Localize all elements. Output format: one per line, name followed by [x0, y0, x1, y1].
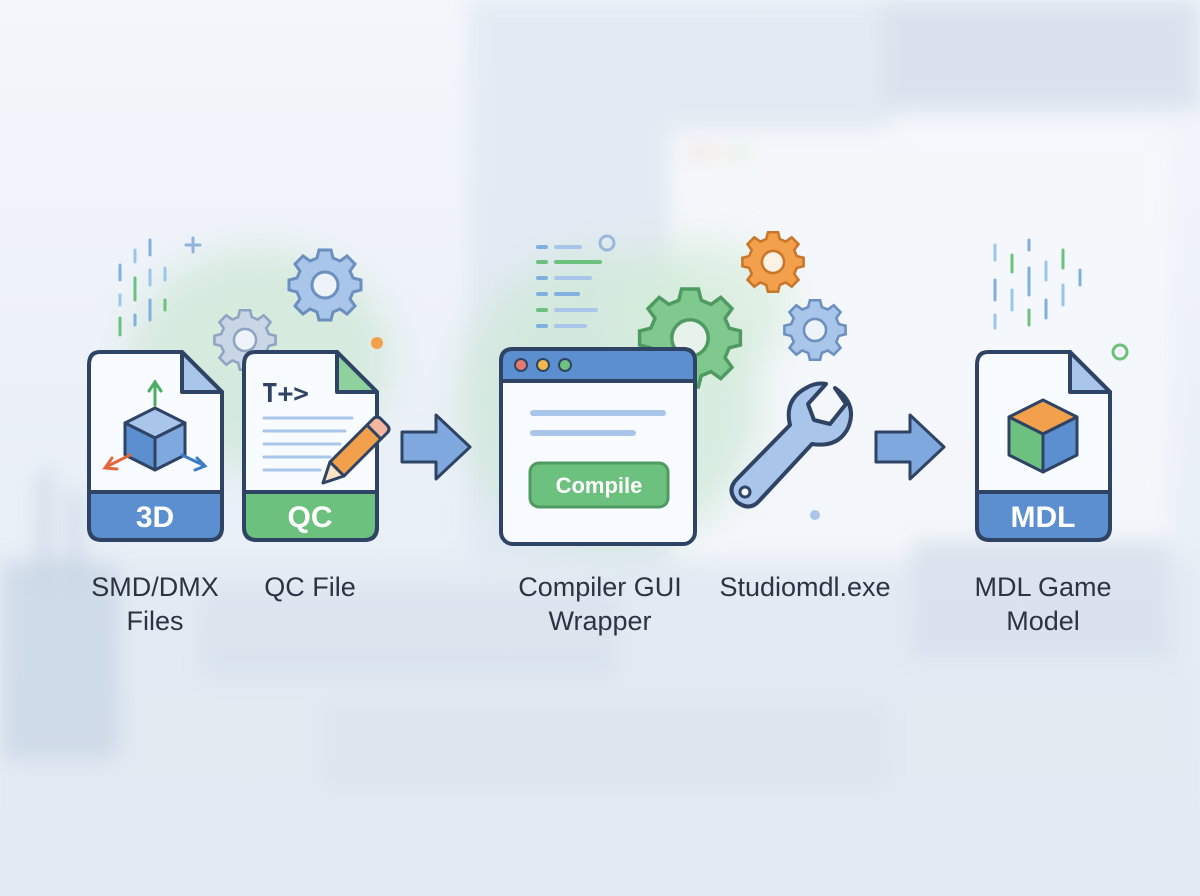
smd-label: SMD/DMX Files	[65, 570, 245, 638]
dot-decor-small	[810, 510, 820, 520]
smd-file-icon: 3D	[87, 350, 224, 542]
gear-icon	[783, 298, 847, 362]
compile-button	[528, 461, 670, 509]
qc-glyph: T+>	[262, 379, 309, 409]
studiomdl-label: Studiomdl.exe	[700, 570, 910, 604]
smd-label-line1: SMD/DMX	[91, 572, 219, 602]
gear-icon	[287, 248, 363, 322]
cube-icon	[123, 406, 187, 472]
pencil-icon	[321, 415, 391, 485]
gui-label-line2: Wrapper	[548, 606, 652, 636]
mdl-label-line2: Model	[1006, 606, 1080, 636]
data-stream-decor-right	[993, 238, 1082, 330]
mdl-label-line1: MDL Game	[974, 572, 1112, 602]
code-lines-decor	[536, 245, 602, 328]
dot-decor	[371, 337, 383, 349]
window-dot-yellow	[536, 358, 550, 372]
mdl-label: MDL Game Model	[948, 570, 1138, 638]
qc-file-icon: T+> QC	[242, 350, 391, 542]
data-stream-decor-left	[118, 238, 167, 337]
studiomdl-label-line1: Studiomdl.exe	[719, 572, 891, 602]
qc-badge: QC	[288, 501, 333, 534]
window-dot-green	[558, 358, 572, 372]
arrow-icon	[874, 413, 946, 481]
plus-decor	[184, 236, 202, 254]
browser-window-icon: Compile	[499, 347, 697, 546]
compile-button-label: Compile	[556, 473, 643, 498]
axis-arrows-icon	[102, 379, 208, 472]
smd-badge: 3D	[136, 501, 174, 534]
qc-label-line1: QC File	[264, 572, 356, 602]
smd-label-line2: Files	[126, 606, 184, 636]
cube-icon	[1007, 398, 1079, 474]
gear-icon	[213, 308, 277, 372]
qc-label: QC File	[230, 570, 390, 604]
gui-label-line1: Compiler GUI	[518, 572, 682, 602]
gui-label: Compiler GUI Wrapper	[495, 570, 705, 638]
arrow-icon	[400, 413, 472, 481]
window-dot-red	[514, 358, 528, 372]
text-lines-decor	[262, 416, 354, 472]
gear-icon	[741, 230, 805, 294]
ring-decor	[598, 234, 616, 252]
ring-decor-right	[1111, 343, 1129, 361]
mdl-file-icon: MDL	[975, 350, 1112, 542]
mdl-badge: MDL	[1011, 501, 1076, 534]
wrench-icon	[729, 381, 853, 509]
